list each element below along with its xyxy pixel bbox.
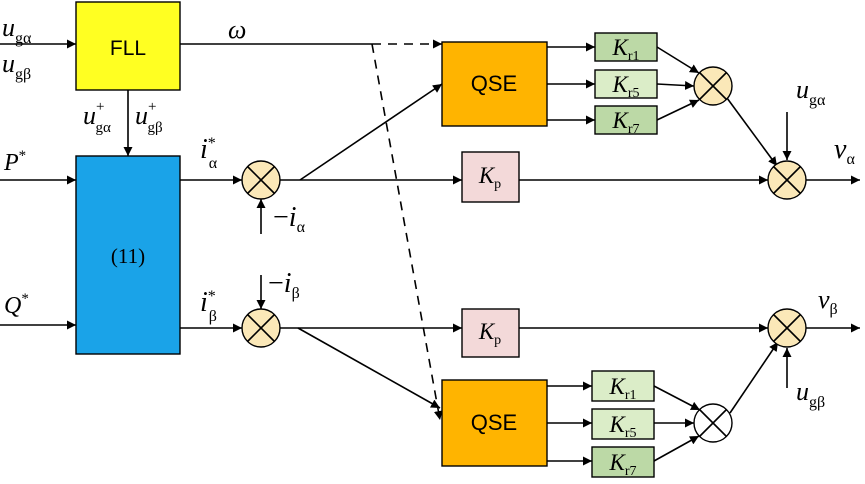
qse-bottom-rect: [441, 379, 548, 467]
qse-top-block: QSE: [441, 41, 548, 127]
wire-sum-top-to-final: [726, 97, 778, 167]
wire-kr7-bottom-sum: [653, 435, 700, 462]
wire-kr7-top-sum: [656, 99, 700, 121]
kr1-top-rect: [594, 32, 658, 62]
kr-gains-bottom: Kr1 Kr5 Kr7: [591, 370, 655, 479]
kr7-bottom-label: Kr7: [608, 450, 636, 479]
u-g-beta-ff-label: ugβ: [796, 377, 825, 411]
kr7-top-label: Kr7: [611, 108, 639, 137]
kr5-bottom-rect: [591, 408, 655, 440]
i-beta-ref-label: i*β: [200, 287, 217, 325]
wire-omega-to-qse-bottom: [371, 43, 443, 421]
kp-beta-label: Kp: [478, 319, 501, 348]
sum-alpha-error: [241, 160, 281, 200]
kr7-bottom-rect: [591, 446, 655, 478]
wire-err-beta-to-qse: [297, 327, 441, 409]
wire-kr1-bottom-sum: [653, 385, 701, 411]
qse-bottom-block: QSE: [441, 379, 548, 467]
kr1-top-label: Kr1: [611, 35, 639, 64]
wire-kr5-top-sum: [656, 81, 695, 91]
input-u-g-alpha: ugα: [2, 13, 32, 47]
input-u-g-beta: ugβ: [2, 49, 31, 83]
qse-bottom-label: QSE: [471, 410, 517, 435]
qse-top-label: QSE: [471, 71, 517, 96]
kp-alpha-label: Kp: [478, 163, 501, 192]
v-beta-label: vβ: [818, 285, 838, 318]
sum-kr-bottom: [693, 403, 733, 443]
kr7-top-rect: [594, 105, 658, 135]
wire-kr1-top-sum: [656, 46, 700, 74]
summing-junctions: [241, 66, 807, 443]
kr1-bottom-label: Kr1: [608, 374, 636, 403]
signal-labels: ugα ugβ ω u+gα u+gβ P* Q* i*α i*β −iα −i…: [2, 13, 855, 411]
kr1-bottom-rect: [591, 370, 655, 402]
u-g-alpha-ff-label: ugα: [796, 75, 826, 109]
p-ref-label: P*: [3, 148, 26, 176]
wire-err-alpha-to-qse: [299, 83, 443, 181]
fll-rect: [75, 1, 181, 91]
v-alpha-label: vα: [834, 134, 855, 168]
sum-output-alpha: [767, 160, 807, 200]
i-alpha-ref-label: i*α: [200, 134, 218, 172]
sum-kr-top: [693, 66, 733, 106]
q-ref-label: Q*: [4, 291, 29, 319]
calc-label: (11): [111, 244, 145, 268]
neg-i-beta-label: −iβ: [268, 268, 300, 302]
sum-beta-error: [241, 308, 281, 348]
sum-output-beta: [767, 308, 807, 348]
u-plus-alpha-label: u+gα: [83, 99, 111, 136]
wire-sum-bottom-to-final: [729, 341, 779, 414]
kr5-bottom-label: Kr5: [608, 412, 636, 441]
kr-gains-top: Kr1 Kr5 Kr7: [594, 32, 658, 137]
kr5-top-label: Kr5: [611, 72, 639, 101]
fll-label: FLL: [110, 37, 146, 60]
wires: [0, 39, 860, 466]
u-plus-beta-label: u+gβ: [135, 99, 163, 136]
neg-i-alpha-label: −iα: [273, 202, 306, 236]
kp-alpha-rect: [461, 151, 520, 203]
kp-beta-rect: [461, 308, 520, 358]
fll-block: FLL: [75, 1, 181, 91]
kr5-top-rect: [594, 69, 658, 99]
calc-rect: [75, 155, 181, 355]
kp-gains: Kp Kp: [461, 151, 520, 358]
omega-label: ω: [228, 15, 246, 44]
calc-block: (11): [75, 155, 181, 355]
qse-top-rect: [441, 41, 548, 127]
